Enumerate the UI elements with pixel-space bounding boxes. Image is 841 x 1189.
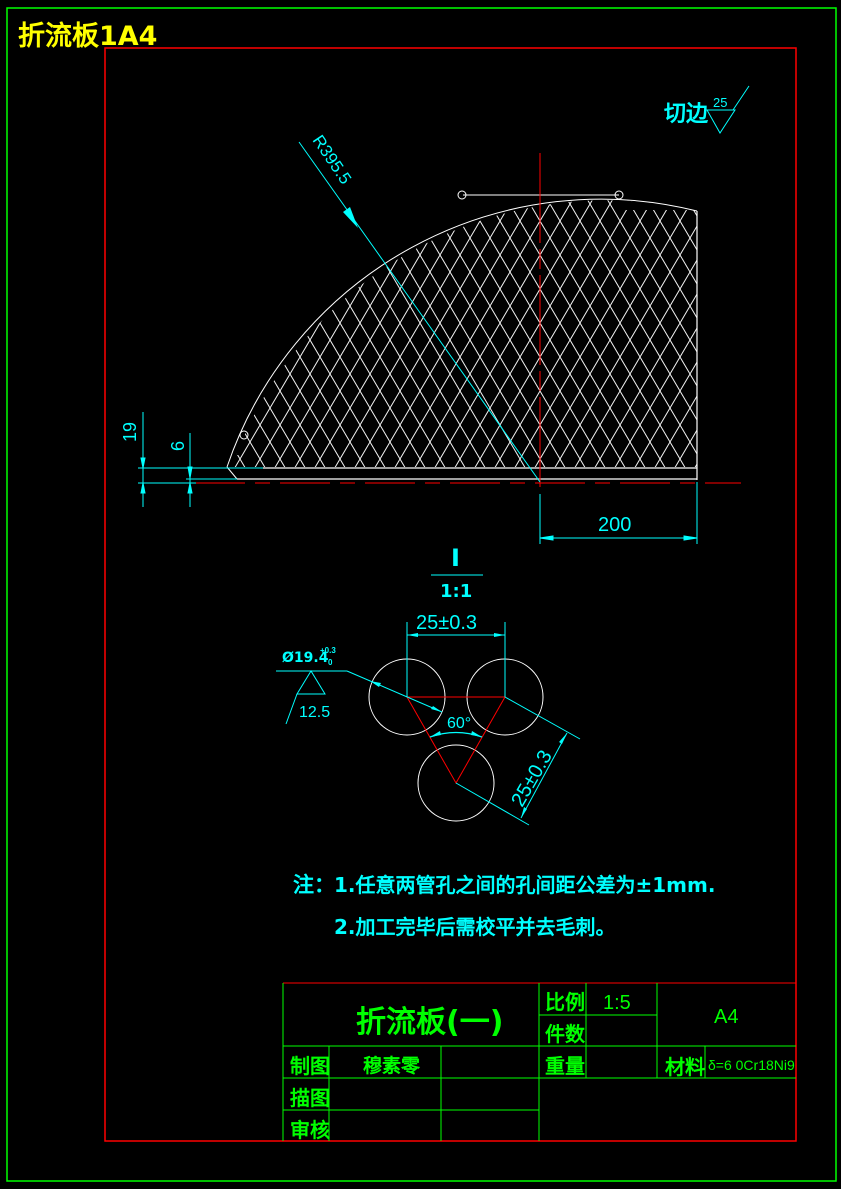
dim-200: 200 (598, 514, 631, 536)
scale-value: 1:5 (603, 992, 631, 1014)
hole-tol-lower: 0 (328, 658, 333, 667)
tube-hole (417, 744, 495, 822)
surface-finish-symbol: 切边 25 (664, 85, 750, 134)
notes: 注： 1.任意两管孔之间的孔间距公差为±1mm. 2.加工完毕后需校平并去毛刺。 (293, 873, 715, 939)
inner-frame (104, 47, 797, 1142)
dim-19: 19 (120, 422, 140, 442)
plate-outer-arc (226, 198, 698, 468)
radius-label: R395.5 (309, 132, 355, 188)
note-2: 2.加工完毕后需校平并去毛刺。 (334, 915, 616, 939)
sheet-size: A4 (714, 1006, 738, 1028)
detail-view: I 1:1 25±0.3 25±0.3 60° (276, 544, 581, 826)
hole-tol-upper: +0.3 (320, 646, 336, 655)
part-name: 折流板(一) (356, 1005, 503, 1040)
arrow-icon (343, 207, 358, 228)
surface-finish-label: 切边 (664, 102, 709, 127)
surface-finish-value: 25 (713, 95, 727, 110)
dim-6: 6 (168, 441, 188, 451)
checked-label: 审核 (290, 1118, 330, 1142)
traced-label: 描图 (290, 1086, 330, 1110)
material-value: δ=6 0Cr18Ni9 (708, 1057, 795, 1073)
tie-rod-hole (239, 430, 249, 440)
qty-label: 件数 (545, 1022, 586, 1046)
notes-prefix: 注： (293, 873, 335, 897)
width-dimension (539, 482, 698, 544)
note-1: 1.任意两管孔之间的孔间距公差为±1mm. (334, 873, 715, 897)
hole-diameter-label: Ø19.4 (282, 650, 329, 666)
detail-scale: 1:1 (440, 581, 472, 602)
title-block (282, 982, 796, 1141)
weight-label: 重量 (545, 1054, 585, 1078)
detail-id: I (451, 544, 460, 572)
tie-rod-hole (457, 190, 467, 200)
material-label: 材料 (665, 1055, 705, 1079)
scale-label: 比例 (545, 990, 585, 1014)
drawn-by: 穆素零 (363, 1054, 421, 1077)
roughness-label: 12.5 (299, 704, 330, 721)
outer-frame (6, 7, 837, 1182)
sheet-label: 折流板1A4 (18, 21, 157, 52)
pitch-horizontal-label: 25±0.3 (416, 612, 477, 634)
height-dimensions (138, 412, 263, 507)
pitch-triangle (406, 696, 506, 785)
surface-finish-triangle-icon (706, 85, 750, 134)
pitch-diagonal-label: 25±0.3 (507, 747, 557, 811)
angle-label: 60° (447, 715, 471, 732)
drawn-label: 制图 (290, 1054, 330, 1078)
centerlines (195, 153, 741, 490)
baffle-plate-view (226, 190, 698, 480)
tie-rod-hole (614, 190, 624, 200)
